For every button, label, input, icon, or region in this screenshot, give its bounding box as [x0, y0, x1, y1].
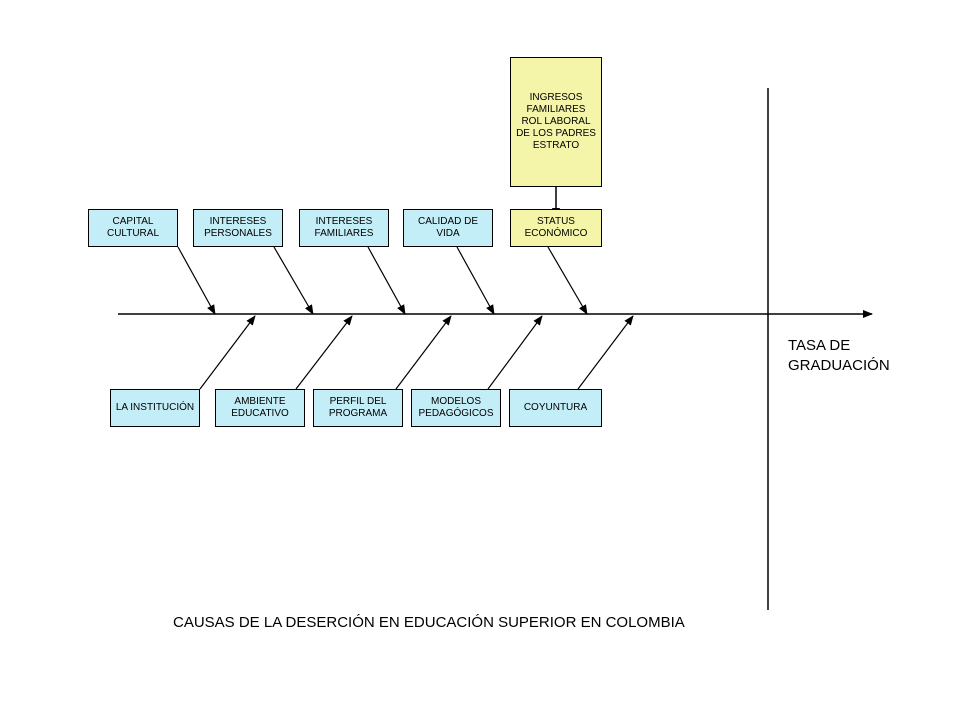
bottom-bone-coyuntura [577, 315, 634, 390]
cause-box-intereses-familiares: INTERESES FAMILIARES [299, 209, 389, 247]
cause-box-perfil-del-programa: PERFIL DEL PROGRAMA [313, 389, 403, 427]
effect-label: TASA DE GRADUACIÓN [788, 337, 890, 374]
top-bone-intereses-familiares [367, 246, 406, 315]
cause-box-intereses-personales: INTERESES PERSONALES [193, 209, 283, 247]
bottom-bone-ambiente-educativo [295, 315, 353, 390]
cause-box-la-institucion: LA INSTITUCIÓN [110, 389, 200, 427]
top-bone-calidad-de-vida [456, 246, 495, 315]
cause-box-status-economico: STATUS ECONÓMICO [510, 209, 602, 247]
bottom-bone-modelos-pedagogicos [487, 315, 543, 390]
cause-box-calidad-de-vida: CALIDAD DE VIDA [403, 209, 493, 247]
cause-box-ambiente-educativo: AMBIENTE EDUCATIVO [215, 389, 305, 427]
sub-cause-box-ingresos: INGRESOS FAMILIARES ROL LABORAL DE LOS P… [510, 57, 602, 187]
bottom-bone-la-institucion [199, 315, 256, 390]
bottom-bone-perfil-del-programa [395, 315, 452, 390]
diagram-caption: CAUSAS DE LA DESERCIÓN EN EDUCACIÓN SUPE… [173, 614, 685, 631]
cause-box-coyuntura: COYUNTURA [509, 389, 602, 427]
top-bone-status-economico [547, 246, 588, 315]
cause-box-modelos-pedagogicos: MODELOS PEDAGÓGICOS [411, 389, 501, 427]
top-bone-capital-cultural [177, 246, 216, 315]
cause-box-capital-cultural: CAPITAL CULTURAL [88, 209, 178, 247]
top-bone-intereses-personales [273, 246, 314, 315]
